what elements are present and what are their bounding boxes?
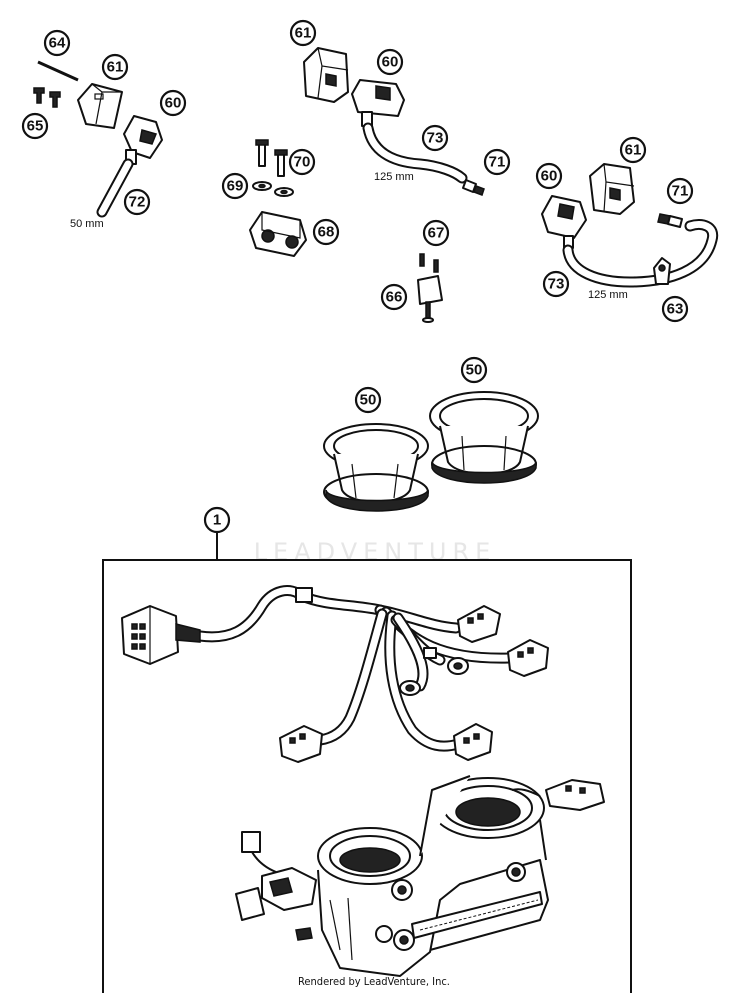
callout-61-mid: 61 — [289, 19, 317, 47]
svg-text:61: 61 — [295, 25, 312, 42]
watermark: LEADVENTURE — [254, 538, 497, 566]
cover-part-61-right — [589, 163, 635, 215]
sensor-part-60 — [123, 115, 163, 165]
screws-part-67 — [419, 253, 439, 273]
svg-text:69: 69 — [227, 178, 244, 195]
callout-64: 64 — [43, 29, 71, 57]
callout-70: 70 — [288, 148, 316, 176]
intake-funnels-part-50 — [323, 391, 539, 512]
top-middle-group: 125 mm — [249, 47, 485, 323]
svg-text:68: 68 — [318, 224, 335, 241]
rod-part-64 — [37, 60, 79, 82]
svg-text:50: 50 — [360, 392, 377, 409]
svg-text:73: 73 — [427, 130, 444, 147]
nipple-part-71-right — [657, 213, 683, 228]
sensor-part-60-right — [541, 195, 587, 249]
hose-part-73-mid — [362, 122, 468, 184]
svg-text:71: 71 — [489, 154, 506, 171]
svg-text:67: 67 — [428, 225, 445, 242]
callout-73-mid: 73 — [421, 124, 449, 152]
svg-text:73: 73 — [548, 276, 565, 293]
screws-part-70 — [255, 139, 288, 177]
connector-lower-left — [279, 725, 323, 763]
connector-right — [507, 639, 549, 677]
cover-part-61 — [77, 83, 123, 129]
sensor-part-60-mid — [351, 79, 405, 127]
washers-part-69 — [252, 181, 294, 197]
svg-text:50: 50 — [466, 362, 483, 379]
connector-upper-right — [457, 605, 501, 643]
svg-text:64: 64 — [49, 35, 66, 52]
connector-sensor — [399, 680, 421, 696]
funnel-left — [323, 423, 429, 512]
svg-text:60: 60 — [541, 168, 558, 185]
cover-part-61-mid — [303, 47, 349, 103]
bracket-part-68 — [249, 211, 307, 257]
callout-50-left: 50 — [354, 386, 382, 414]
dimension-50mm: 50 mm — [70, 218, 104, 230]
callout-63: 63 — [661, 295, 689, 323]
svg-text:65: 65 — [27, 118, 44, 135]
svg-text:66: 66 — [386, 289, 403, 306]
assembly-frame — [102, 559, 632, 993]
sensor-part-66 — [417, 275, 443, 323]
assembly-box-part-1 — [102, 533, 632, 993]
main-connector — [121, 605, 201, 665]
callout-72: 72 — [123, 188, 151, 216]
screws-part-65 — [33, 87, 61, 108]
svg-text:60: 60 — [165, 95, 182, 112]
funnel-right — [429, 391, 539, 484]
connector-mid — [447, 657, 469, 675]
dimension-125mm-right: 125 mm — [588, 289, 628, 301]
svg-text:63: 63 — [667, 301, 684, 318]
callout-68: 68 — [312, 218, 340, 246]
callout-69: 69 — [221, 172, 249, 200]
svg-text:61: 61 — [625, 142, 642, 159]
callout-65: 65 — [21, 112, 49, 140]
throttle-body — [235, 775, 605, 977]
clamp-part-63 — [653, 257, 671, 285]
callout-66: 66 — [380, 283, 408, 311]
callout-61: 61 — [101, 53, 129, 81]
callout-60-mid: 60 — [376, 48, 404, 76]
callout-60-right: 60 — [535, 162, 563, 190]
svg-text:61: 61 — [107, 59, 124, 76]
callout-73-right: 73 — [542, 270, 570, 298]
svg-text:60: 60 — [382, 54, 399, 71]
hose-part-73-right — [562, 219, 719, 288]
svg-text:70: 70 — [294, 154, 311, 171]
credit-text: Rendered by LeadVenture, Inc. — [298, 975, 450, 988]
connector-lower-right — [453, 723, 493, 761]
wiring-harness — [121, 585, 549, 763]
hose-part-72 — [96, 158, 134, 218]
dimension-125mm-left: 125 mm — [374, 171, 414, 183]
callout-1: 1 — [203, 506, 231, 534]
svg-text:1: 1 — [213, 512, 221, 529]
nipple-part-71-mid — [462, 179, 485, 196]
svg-text:71: 71 — [672, 183, 689, 200]
callout-71-mid: 71 — [483, 148, 511, 176]
callout-67: 67 — [422, 219, 450, 247]
top-right-group: 125 mm — [541, 163, 719, 301]
callout-60: 60 — [159, 89, 187, 117]
callout-61-right: 61 — [619, 136, 647, 164]
callout-71-right: 71 — [666, 177, 694, 205]
callout-50-right: 50 — [460, 356, 488, 384]
top-left-group: 50 mm — [33, 60, 163, 230]
svg-text:72: 72 — [129, 194, 146, 211]
